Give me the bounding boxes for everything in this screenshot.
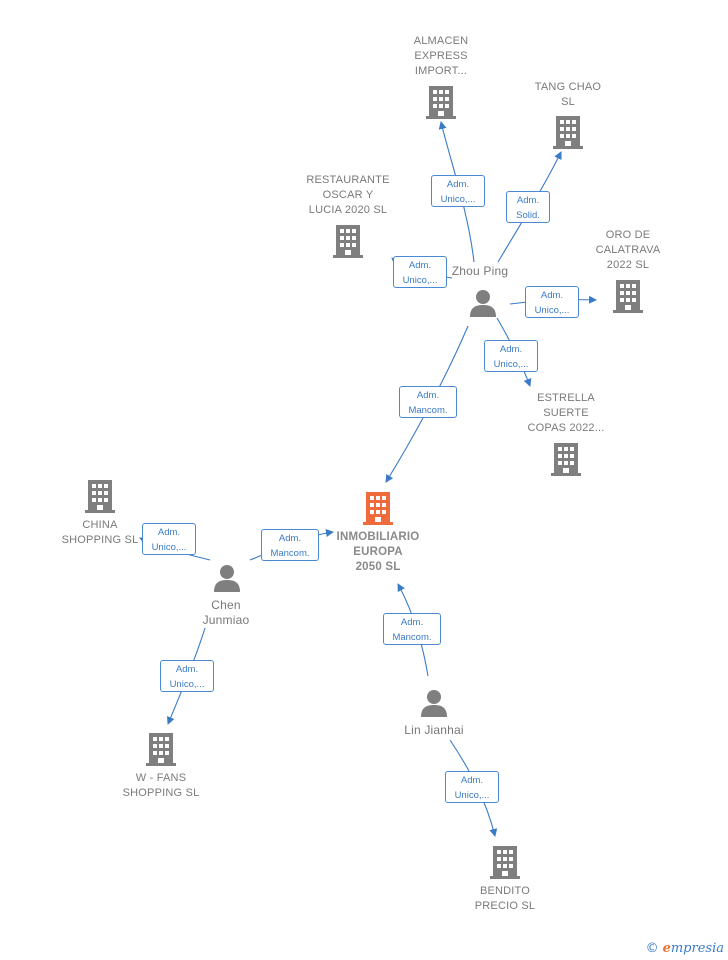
relation-detail: Unico,... bbox=[151, 542, 187, 553]
brand-initial: e bbox=[662, 941, 671, 956]
relation-role: Adm. bbox=[516, 195, 540, 206]
relation-detail: Unico,... bbox=[454, 790, 490, 801]
relation-role: Adm. bbox=[446, 179, 470, 190]
company-name-line: W - FANS bbox=[135, 772, 187, 784]
relation-role: Adm. bbox=[408, 260, 432, 271]
relation-label-chen-main[interactable]: Adm. Mancom. bbox=[261, 529, 319, 561]
company-name-line: CALATRAVA bbox=[595, 244, 661, 256]
relation-label-lin-main[interactable]: Adm. Mancom. bbox=[383, 613, 441, 645]
company-name-line: EXPRESS bbox=[414, 50, 468, 62]
relation-detail: Unico,... bbox=[440, 194, 476, 205]
company-name-line: RESTAURANTE bbox=[306, 174, 390, 186]
relation-label-zhou-main[interactable]: Adm. Mancom. bbox=[399, 386, 457, 418]
relation-label-chen-china[interactable]: Adm. Unico,... bbox=[142, 523, 196, 555]
building-icon bbox=[333, 225, 363, 258]
relation-label-zhou-oro[interactable]: Adm. Unico,... bbox=[525, 286, 579, 318]
relation-detail: Unico,... bbox=[402, 275, 438, 286]
relation-detail: Unico,... bbox=[169, 679, 205, 690]
building-icon bbox=[553, 116, 583, 149]
relation-detail: Unico,... bbox=[493, 359, 529, 370]
relation-role: Adm. bbox=[157, 527, 181, 538]
relation-role: Adm. bbox=[460, 775, 484, 786]
company-name-line: TANG CHAO bbox=[534, 81, 602, 93]
relation-label-zhou-tang[interactable]: Adm. Solid. bbox=[506, 191, 550, 223]
company-name-line: ORO DE bbox=[605, 229, 651, 241]
company-name-line: INMOBILIARIO bbox=[336, 531, 420, 543]
building-icon bbox=[613, 280, 643, 313]
relation-detail: Solid. bbox=[516, 210, 540, 221]
company-name-line: ESTRELLA bbox=[537, 392, 595, 404]
relation-role: Adm. bbox=[278, 533, 302, 544]
person-name-line: Chen bbox=[211, 598, 241, 612]
company-name-line: BENDITO bbox=[479, 885, 531, 897]
company-name-line: OSCAR Y bbox=[322, 189, 374, 201]
relation-label-zhou-estrella[interactable]: Adm. Unico,... bbox=[484, 340, 538, 372]
company-name-line: 2050 SL bbox=[355, 561, 401, 573]
person-name-line: Junmiao bbox=[202, 613, 250, 627]
relation-role: Adm. bbox=[540, 290, 564, 301]
company-name-line: LUCIA 2020 SL bbox=[308, 204, 388, 216]
company-name-line: SHOPPING SL bbox=[61, 534, 139, 546]
person-name: Lin Jianhai bbox=[404, 723, 464, 737]
relation-detail: Mancom. bbox=[392, 632, 432, 643]
relation-role: Adm. bbox=[499, 344, 523, 355]
person-icon bbox=[421, 690, 447, 717]
relation-detail: Mancom. bbox=[270, 548, 310, 559]
building-icon bbox=[363, 492, 393, 525]
relation-label-zhou-almacen[interactable]: Adm. Unico,... bbox=[431, 175, 485, 207]
company-name-line: 2022 SL bbox=[606, 259, 650, 271]
relation-detail: Unico,... bbox=[534, 305, 570, 316]
company-name-line: IMPORT... bbox=[414, 65, 468, 77]
copyright-icon: © bbox=[645, 941, 659, 956]
building-icon bbox=[490, 846, 520, 879]
company-name-line: CHINA bbox=[82, 519, 118, 531]
person-icon bbox=[214, 565, 240, 592]
relation-label-chen-wfans[interactable]: Adm. Unico,... bbox=[160, 660, 214, 692]
relation-role: Adm. bbox=[400, 617, 424, 628]
person-icon bbox=[470, 290, 496, 317]
company-name-line: COPAS 2022... bbox=[527, 422, 605, 434]
relation-role: Adm. bbox=[175, 664, 199, 675]
brand-name: mpresia bbox=[670, 941, 724, 956]
company-name-line: PRECIO SL bbox=[474, 900, 536, 912]
relation-label-lin-bendito[interactable]: Adm. Unico,... bbox=[445, 771, 499, 803]
relation-role: Adm. bbox=[416, 390, 440, 401]
building-icon bbox=[426, 86, 456, 119]
building-icon bbox=[85, 480, 115, 513]
company-name-line: ALMACEN bbox=[413, 35, 469, 47]
relation-label-zhou-restaurante[interactable]: Adm. Unico,... bbox=[393, 256, 447, 288]
company-name-line: EUROPA bbox=[353, 546, 403, 558]
company-name-line: SHOPPING SL bbox=[122, 787, 200, 799]
building-icon bbox=[146, 733, 176, 766]
person-name: Zhou Ping bbox=[451, 264, 509, 278]
building-icon bbox=[551, 443, 581, 476]
company-name-line: SUERTE bbox=[543, 407, 589, 419]
company-name-line: SL bbox=[561, 96, 575, 108]
empresia-logo[interactable]: ©empresia bbox=[646, 941, 724, 956]
relation-detail: Mancom. bbox=[408, 405, 448, 416]
